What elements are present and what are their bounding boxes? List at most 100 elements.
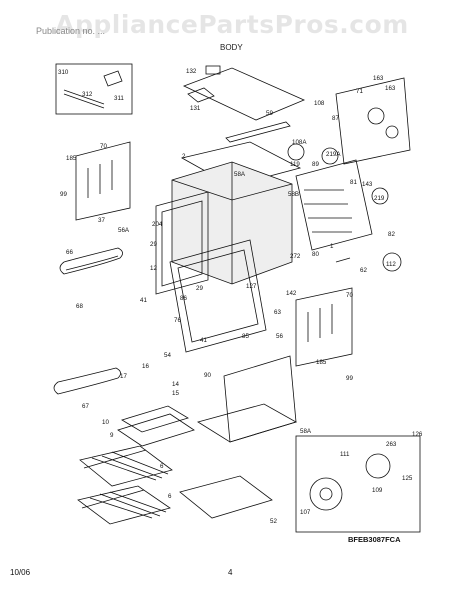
callout-82: 82 (388, 231, 395, 238)
part-70-side-panel-left (75, 141, 131, 221)
callout-204: 204 (152, 221, 163, 228)
callout-76: 76 (174, 317, 181, 324)
callout-131: 131 (190, 105, 201, 112)
callout-111: 111 (340, 451, 350, 458)
diagram-code: BFEB3087FCA (348, 535, 401, 544)
callout-2: 2 (182, 153, 186, 160)
part-66-bake-element (59, 247, 123, 275)
part-1-electrical-panel (295, 159, 373, 251)
part-62 (335, 257, 351, 263)
callout-9: 9 (110, 432, 114, 439)
callout-70a: 70 (100, 143, 107, 150)
callout-272: 272 (290, 253, 301, 260)
callout-54: 54 (164, 352, 171, 359)
footer-page-number: 4 (228, 568, 233, 577)
callout-58A2: 58A (300, 428, 312, 435)
callout-70b: 70 (346, 292, 353, 299)
part-58A-bottom-pan (197, 403, 298, 443)
part-219A (321, 147, 339, 165)
callout-58A: 58A (234, 171, 246, 178)
part-112 (382, 252, 402, 272)
callout-14: 14 (172, 381, 179, 388)
callout-311: 311 (114, 95, 124, 102)
part-70-side-panel-right (295, 287, 353, 367)
header-text: Publication no. ... (36, 26, 106, 36)
convection-fan-inset (295, 435, 421, 533)
callout-56A: 56A (118, 227, 130, 234)
callout-219: 219 (374, 195, 385, 202)
callout-108A: 108A (292, 139, 307, 146)
callout-143: 143 (362, 181, 373, 188)
callout-62: 62 (360, 267, 367, 274)
callout-185a: 185 (66, 155, 77, 162)
inset-box (55, 63, 133, 115)
callout-6a: 6 (160, 463, 164, 470)
callout-126: 126 (412, 431, 423, 438)
callout-107: 107 (300, 509, 311, 516)
callout-6b: 6 (168, 493, 172, 500)
callout-37: 37 (98, 217, 105, 224)
fan-blade (309, 477, 343, 511)
part-311-bracket (103, 70, 123, 87)
callout-112: 112 (386, 261, 396, 268)
part-6-rack-upper (79, 445, 173, 487)
callout-185b: 185 (316, 359, 327, 366)
callout-16: 16 (142, 363, 149, 370)
part-67-broil-element (53, 367, 121, 395)
part-56A-frame (169, 239, 267, 353)
callout-66: 66 (66, 249, 73, 256)
callout-15: 15 (172, 390, 179, 397)
callout-59: 59 (266, 110, 273, 117)
callout-89: 89 (312, 161, 319, 168)
part-312-rod (63, 89, 105, 109)
callout-127: 127 (246, 283, 257, 290)
callout-17: 17 (120, 373, 127, 380)
part-219 (371, 187, 389, 205)
callout-312: 312 (82, 91, 93, 98)
callout-109: 109 (372, 487, 383, 494)
callout-119: 119 (290, 161, 300, 168)
callout-108: 108 (314, 100, 325, 107)
callout-81: 81 (350, 179, 357, 186)
callout-56: 56 (276, 333, 283, 340)
callout-80: 80 (312, 251, 319, 258)
callout-58B: 58B (288, 191, 299, 198)
callout-63: 63 (274, 309, 281, 316)
callout-219A: 219A (326, 151, 341, 158)
callout-29b: 29 (196, 285, 203, 292)
callout-85: 85 (242, 333, 249, 340)
footer-date: 10/06 (10, 568, 31, 577)
callout-163a: 163 (373, 75, 384, 82)
callout-99b: 99 (346, 375, 353, 382)
callout-10: 10 (102, 419, 109, 426)
callout-163b: 163 (385, 85, 396, 92)
part-204-front-frame (155, 191, 209, 295)
part-10-broil-grid (121, 405, 189, 433)
callout-99a: 99 (60, 191, 67, 198)
callout-41a: 41 (140, 297, 147, 304)
callout-68: 68 (76, 303, 83, 310)
part-6-rack-lower (77, 485, 171, 525)
page-title: BODY (220, 43, 243, 52)
callout-12: 12 (150, 265, 157, 272)
part-9-broil-pan (117, 413, 195, 447)
part-59-rail (225, 121, 291, 143)
part-131 (187, 87, 215, 103)
callout-52: 52 (270, 518, 277, 525)
callout-29a: 29 (150, 241, 157, 248)
callout-71: 71 (356, 88, 363, 95)
callout-132: 132 (186, 68, 197, 75)
callout-41b: 41 (200, 337, 207, 344)
part-125-motor (365, 453, 391, 479)
callout-263: 263 (386, 441, 397, 448)
callout-67: 67 (82, 403, 89, 410)
callout-90: 90 (204, 372, 211, 379)
callout-142: 142 (286, 290, 297, 297)
callout-310: 310 (58, 69, 69, 76)
callout-1: 1 (330, 243, 334, 250)
part-132-top-panel (182, 67, 306, 121)
callout-125: 125 (402, 475, 413, 482)
part-52-tray (179, 475, 273, 519)
callout-87: 87 (332, 115, 339, 122)
